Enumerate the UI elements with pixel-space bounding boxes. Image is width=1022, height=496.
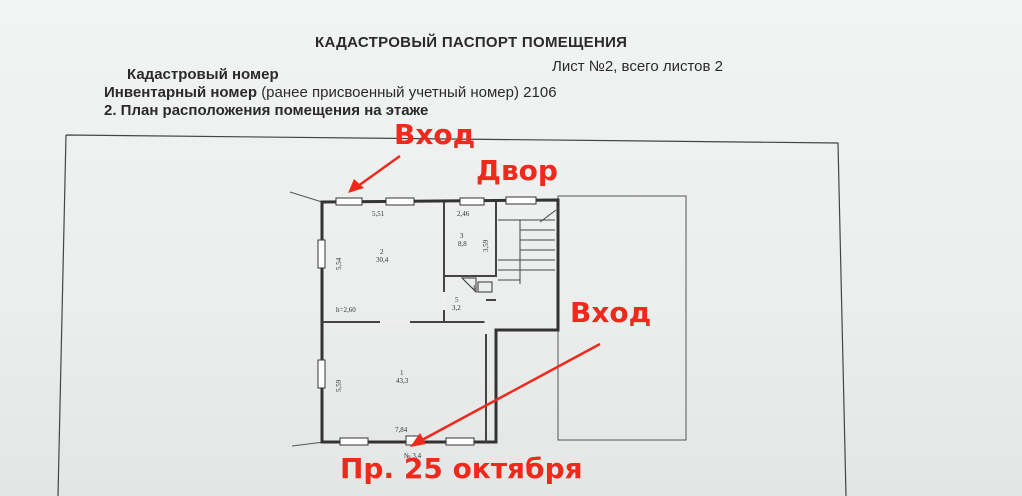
label-entrance-right: Вход: [570, 296, 652, 329]
cadastral-number-label: Кадастровый номер: [127, 66, 279, 83]
wall-extension: [289, 191, 323, 203]
inventory-number-note: (ранее присвоенный учетный номер): [261, 84, 519, 101]
room-5-number: 5: [455, 296, 459, 304]
inventory-number-value: 2106: [523, 84, 557, 101]
dim-room3-depth: 3,59: [482, 239, 490, 252]
wall-extension: [291, 441, 325, 447]
room-4-number: 4: [472, 284, 476, 292]
room-4-fixture: [460, 277, 493, 294]
staircase: [498, 209, 557, 284]
dim-room3-width: 2,46: [457, 210, 470, 218]
dim-room1-depth: 5,59: [335, 379, 343, 392]
plan-heading: 2. План расположения помещения на этаже: [104, 102, 429, 119]
dim-ceiling-height: h=2,60: [336, 306, 356, 314]
room-3-number: 3: [460, 232, 464, 240]
windows-side: [317, 239, 326, 389]
inventory-number-label: Инвентарный номер: [104, 84, 258, 101]
plan-frame: [57, 134, 847, 496]
walls: [320, 198, 560, 444]
dim-room2-depth: 5,54: [335, 257, 343, 270]
sheet-info: Лист №2, всего листов 2: [552, 58, 723, 75]
windows-top: [335, 196, 537, 206]
room-5-area: 3,2: [452, 304, 461, 312]
arrow-entrance-street: [410, 342, 601, 447]
doors: [380, 292, 488, 334]
room-1-area: 43,3: [396, 377, 409, 385]
windows-bottom: [339, 435, 475, 446]
room-2-area: 30,4: [376, 256, 389, 264]
inventory-number-line: Инвентарный номер (ранее присвоенный уче…: [104, 84, 557, 101]
dim-room2-width: 5,51: [372, 210, 385, 218]
room-1-number: 1: [400, 369, 404, 377]
label-entrance-top: Вход: [394, 118, 476, 151]
arrow-entrance-top: [348, 154, 401, 193]
label-street: Пр. 25 октября: [340, 452, 583, 485]
document-title: КАДАСТРОВЫЙ ПАСПОРТ ПОМЕЩЕНИЯ: [315, 34, 628, 51]
building-number: № 3,4: [404, 452, 422, 460]
dim-room1-width: 7,84: [395, 426, 408, 434]
room-3-area: 8,8: [458, 240, 467, 248]
label-yard: Двор: [476, 154, 558, 187]
room-2-number: 2: [380, 248, 384, 256]
